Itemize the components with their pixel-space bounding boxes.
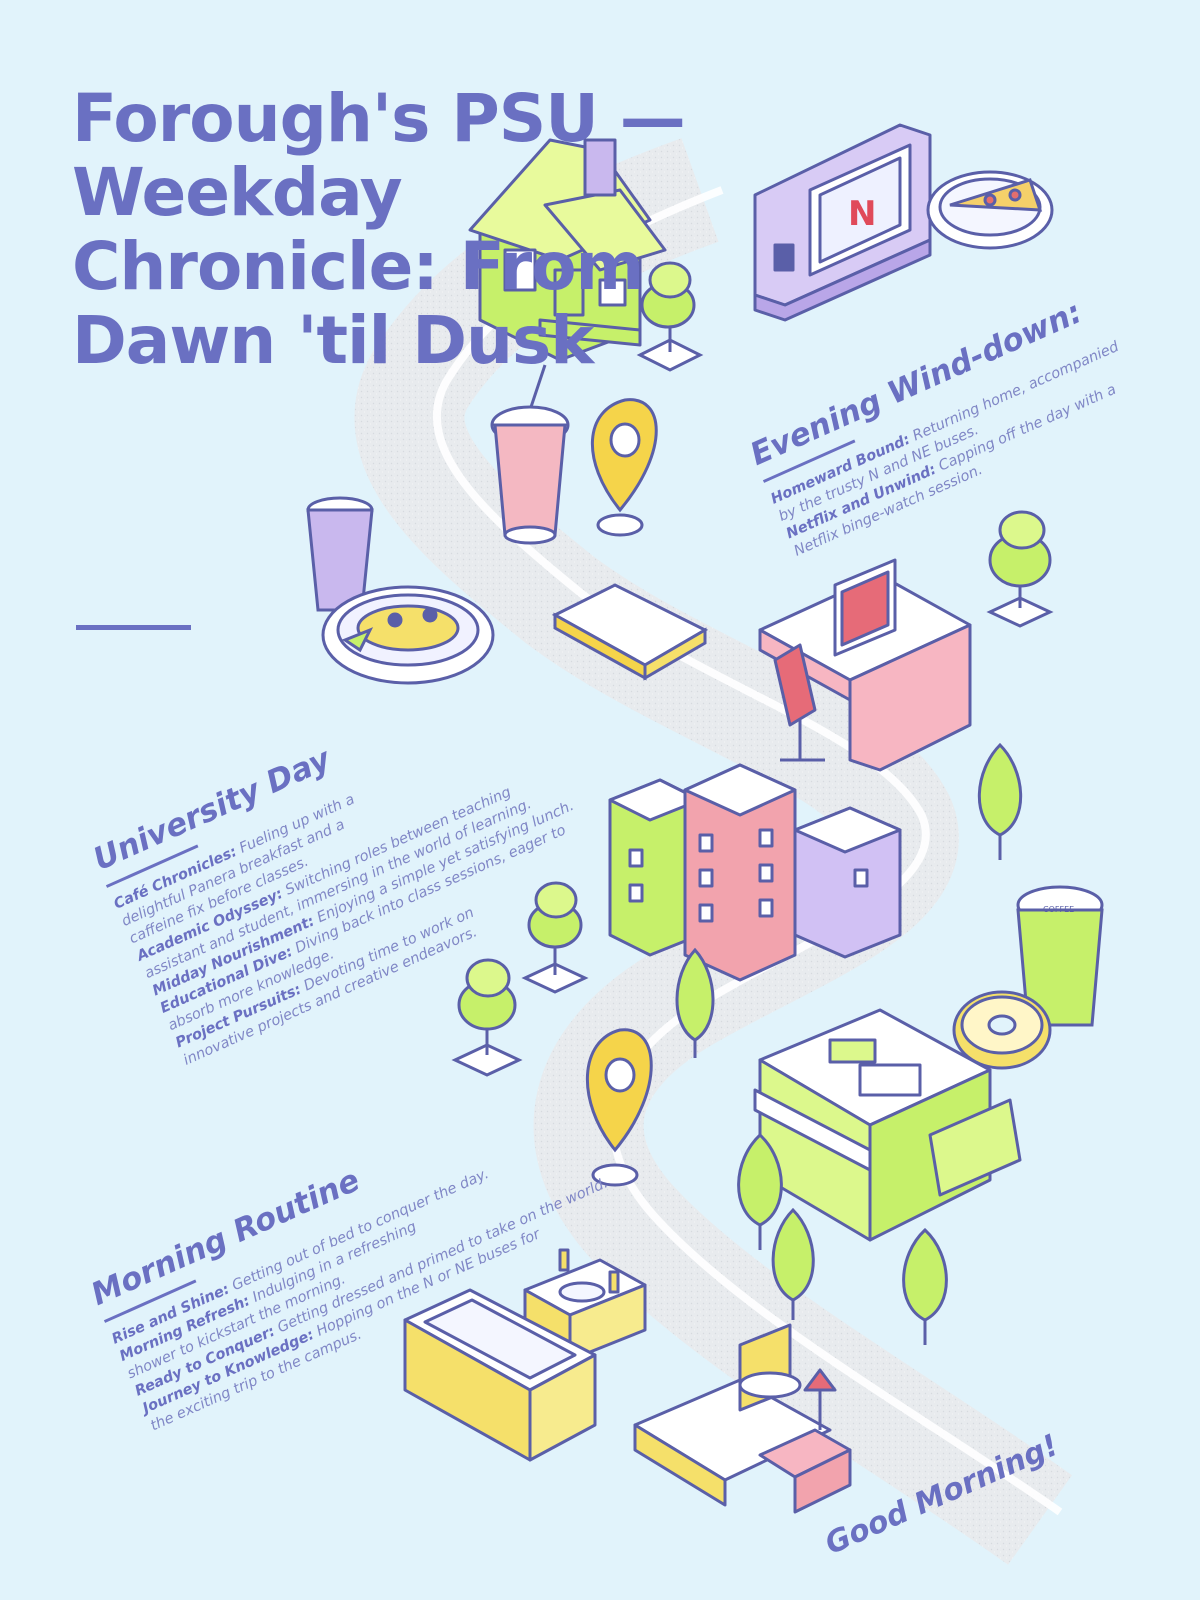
bathtub-icon [403, 1288, 597, 1462]
bed-icon [633, 1323, 852, 1514]
tree-icon [986, 510, 1054, 628]
donut-icon [952, 990, 1052, 1070]
drink-cup-icon [490, 364, 570, 545]
house-icon [468, 138, 667, 362]
coffee-cup-icon: COFFEE [1016, 885, 1104, 1027]
location-pin-icon [590, 398, 658, 537]
tree-icon [902, 1227, 948, 1345]
tree-icon [737, 1132, 783, 1250]
tv-stand-icon: N [753, 123, 932, 322]
pizza-plate-icon [926, 170, 1054, 250]
cafe-shop-icon [753, 1008, 1022, 1242]
netflix-logo: N [848, 194, 876, 234]
coffee-label: COFFEE [1043, 905, 1074, 914]
notebook-icon [551, 583, 709, 681]
tree-icon [675, 947, 715, 1058]
location-pin-icon [585, 1028, 653, 1187]
tree-icon [521, 881, 589, 994]
title-divider [76, 625, 191, 630]
tree-icon [451, 958, 523, 1077]
desk-computer-icon [758, 558, 972, 772]
winding-road [354, 138, 1072, 1565]
tree-icon [771, 1207, 815, 1320]
pasta-plate-icon [321, 585, 495, 685]
tree-icon [977, 742, 1023, 860]
tree-icon [636, 261, 704, 372]
city-buildings-icon [608, 763, 902, 982]
page-title: Forough's PSU — Weekday Chronicle: From … [72, 80, 686, 379]
